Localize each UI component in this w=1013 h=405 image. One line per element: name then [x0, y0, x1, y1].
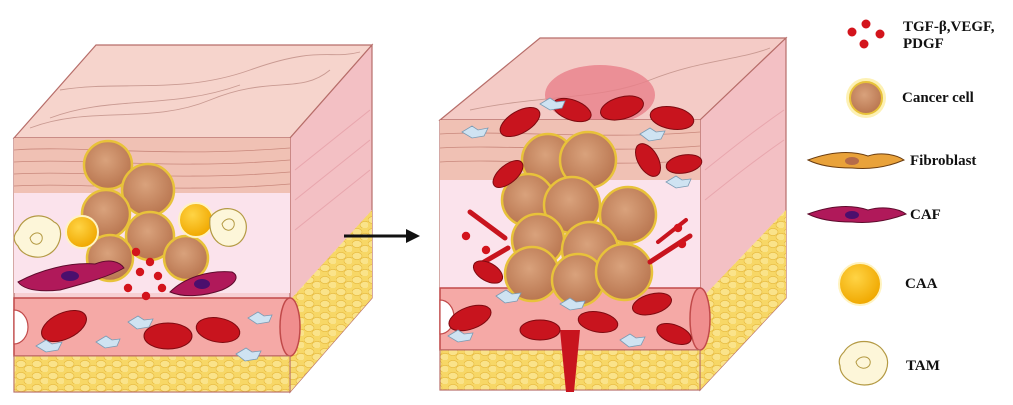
right-tissue-block: [440, 38, 786, 392]
left-tissue-block: [14, 45, 372, 392]
legend-label-growth-factors-line2: PDGF: [903, 36, 995, 53]
legend-label-growth-factors-line1: TGF-β,VEGF,: [903, 19, 995, 36]
legend-label-cancer-cell: Cancer cell: [902, 90, 974, 107]
legend-label-growth-factors: TGF-β,VEGF, PDGF: [903, 19, 995, 53]
left-caa-1: [66, 216, 98, 248]
left-fat-layer: [14, 356, 290, 392]
left-tam-2: [210, 209, 247, 247]
growth-factor-dots-icon: [848, 20, 885, 49]
caa-icon: [839, 263, 881, 305]
caf-icon: [808, 207, 906, 223]
fibroblast-icon: [808, 153, 904, 169]
tam-icon: [839, 342, 887, 385]
legend-label-tam: TAM: [906, 358, 940, 375]
legend-label-fibroblast: Fibroblast: [910, 153, 976, 170]
left-caa-2: [179, 203, 213, 237]
legend-label-caa: CAA: [905, 276, 938, 293]
legend-label-caf: CAF: [910, 207, 941, 224]
legend: [808, 20, 906, 385]
cancer-cell-icon: [846, 78, 886, 118]
